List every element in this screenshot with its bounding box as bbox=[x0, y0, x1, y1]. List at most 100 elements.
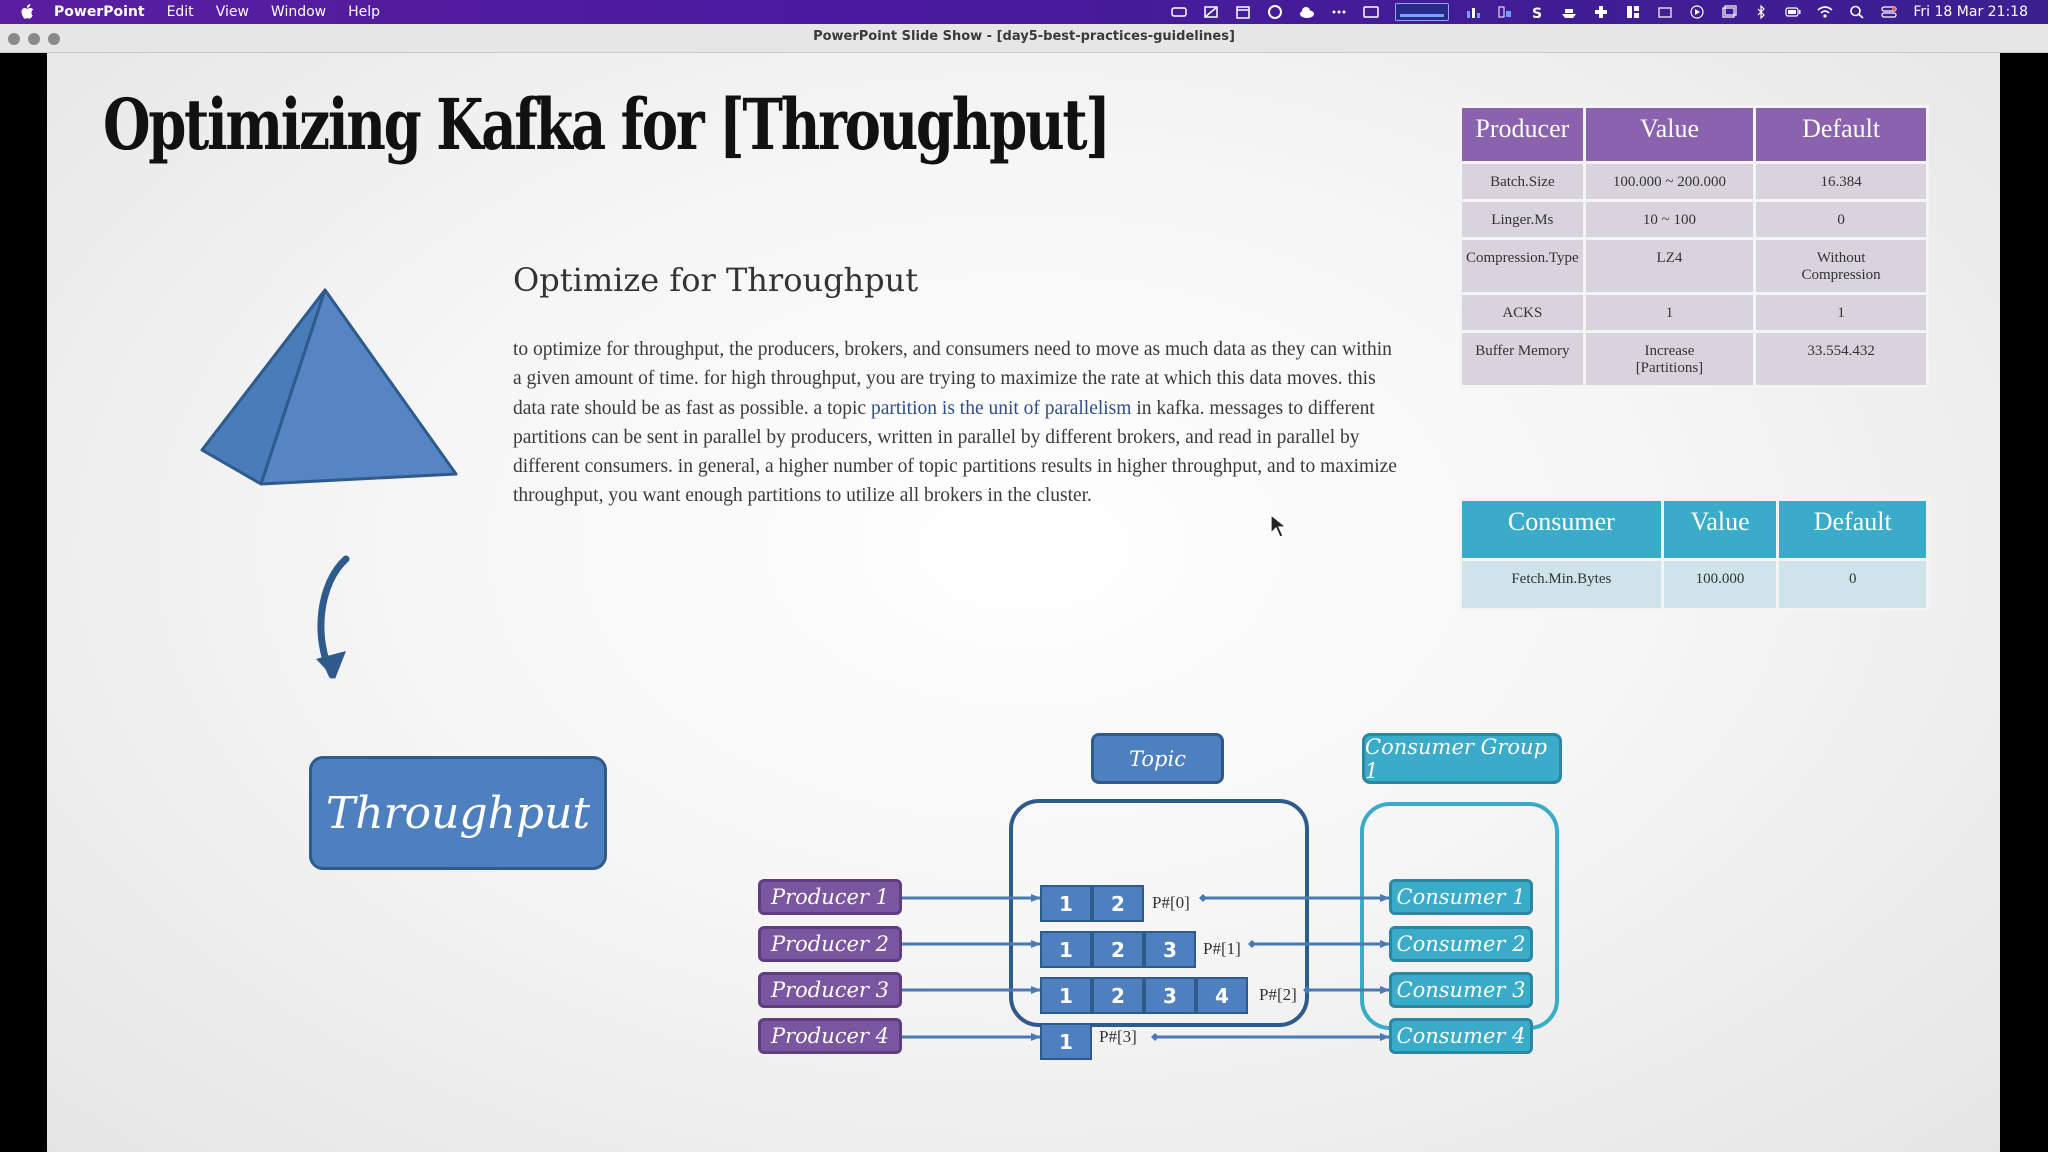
table-cell: 100.000 bbox=[1660, 558, 1780, 611]
menu-app-name[interactable]: PowerPoint bbox=[54, 4, 145, 20]
partition-0-label: P#[0] bbox=[1152, 893, 1190, 912]
paragraph-highlight: partition is the unit of parallelism bbox=[870, 397, 1132, 419]
partition-1-cell: 1 bbox=[1040, 931, 1092, 968]
consumer-3: Consumer 3 bbox=[1389, 972, 1533, 1008]
table-cell: ACKS bbox=[1459, 292, 1586, 333]
zoom-window-button[interactable] bbox=[48, 33, 60, 45]
cpu-meter[interactable] bbox=[1395, 3, 1450, 21]
display-icon[interactable] bbox=[1363, 5, 1380, 19]
topic-container bbox=[1009, 799, 1309, 1027]
consumer-config-table: Consumer Value Default Fetch.Min.Bytes 1… bbox=[1459, 498, 1929, 611]
partition-0-cell: 1 bbox=[1040, 885, 1092, 922]
mouse-cursor-icon bbox=[1270, 513, 1288, 538]
memory-icon[interactable] bbox=[1497, 5, 1513, 19]
producer-3: Producer 3 bbox=[758, 972, 902, 1008]
play-icon[interactable] bbox=[1689, 5, 1705, 19]
search-icon[interactable] bbox=[1849, 5, 1865, 19]
table-cell: 0 bbox=[1753, 199, 1929, 240]
partition-2-cell: 1 bbox=[1040, 977, 1092, 1014]
producer-4: Producer 4 bbox=[758, 1018, 902, 1054]
partition-2-label: P#[2] bbox=[1259, 985, 1297, 1004]
table-cell: 0 bbox=[1776, 558, 1929, 611]
table-cell: Without Compression bbox=[1753, 237, 1929, 295]
screen-record-icon[interactable] bbox=[1203, 5, 1219, 19]
slide-canvas[interactable]: Optimizing Kafka for [Throughput] Optimi… bbox=[47, 53, 2000, 1152]
status-area: S Fri 18 Mar 21:18 bbox=[1171, 0, 2028, 24]
grid-app-icon[interactable] bbox=[1625, 5, 1641, 19]
section-heading: Optimize for Throughput bbox=[513, 261, 919, 299]
cloud-icon[interactable] bbox=[1299, 5, 1315, 19]
menu-help[interactable]: Help bbox=[348, 4, 381, 20]
partition-2-cell: 2 bbox=[1092, 977, 1144, 1014]
connector-arrows bbox=[902, 894, 1390, 1041]
slide-title: Optimizing Kafka for [Throughput] bbox=[103, 83, 1111, 166]
table-cell: 33.554.432 bbox=[1753, 330, 1929, 388]
header-producer: Producer bbox=[1459, 105, 1586, 164]
table-cell: Compression.Type bbox=[1459, 237, 1586, 295]
stats-icon[interactable] bbox=[1465, 5, 1481, 19]
partition-3-cell: 1 bbox=[1040, 1023, 1092, 1060]
ferry-icon[interactable] bbox=[1561, 5, 1577, 19]
window-title: PowerPoint Slide Show - [day5-best-pract… bbox=[813, 29, 1235, 44]
header-value: Value bbox=[1660, 498, 1780, 561]
table-row: Buffer Memory Increase [Partitions] 33.5… bbox=[1459, 330, 1929, 388]
table-cell: Increase [Partitions] bbox=[1582, 330, 1757, 388]
table-cell: Batch.Size bbox=[1459, 161, 1586, 202]
clock[interactable]: Fri 18 Mar 21:18 bbox=[1913, 4, 2028, 20]
battery-icon[interactable] bbox=[1785, 5, 1801, 19]
close-window-button[interactable] bbox=[8, 33, 20, 45]
more-icon[interactable] bbox=[1331, 5, 1347, 19]
window-stack-icon[interactable] bbox=[1721, 5, 1737, 19]
table-cell: 16.384 bbox=[1753, 161, 1929, 202]
window-icon[interactable] bbox=[1657, 5, 1673, 19]
producer-2: Producer 2 bbox=[758, 926, 902, 962]
header-consumer: Consumer bbox=[1459, 498, 1664, 561]
table-row: ACKS 1 1 bbox=[1459, 292, 1929, 333]
table-cell: Buffer Memory bbox=[1459, 330, 1586, 388]
curved-arrow-head bbox=[316, 651, 346, 679]
throughput-box: Throughput bbox=[309, 756, 607, 870]
paragraph-text: to optimize for throughput, the producer… bbox=[513, 339, 1392, 419]
bluetooth-icon[interactable] bbox=[1753, 4, 1769, 20]
table-row: Linger.Ms 10 ~ 100 0 bbox=[1459, 199, 1929, 240]
table-cell: Linger.Ms bbox=[1459, 199, 1586, 240]
menu-window[interactable]: Window bbox=[270, 4, 327, 20]
paragraph-text-end: in kafka. messages to different partitio… bbox=[513, 397, 1397, 507]
s-app-icon[interactable]: S bbox=[1529, 5, 1545, 22]
partition-1-cell: 3 bbox=[1144, 931, 1196, 968]
table-row: Fetch.Min.Bytes 100.000 0 bbox=[1459, 558, 1929, 611]
table-cell: LZ4 bbox=[1582, 237, 1757, 295]
consumer-2: Consumer 2 bbox=[1389, 926, 1533, 962]
table-header-row: Producer Value Default bbox=[1459, 105, 1929, 164]
header-value: Value bbox=[1582, 105, 1757, 164]
control-center-icon[interactable] bbox=[1881, 5, 1897, 19]
apple-icon[interactable] bbox=[20, 4, 34, 20]
table-row: Batch.Size 100.000 ~ 200.000 16.384 bbox=[1459, 161, 1929, 202]
producer-1: Producer 1 bbox=[758, 879, 902, 915]
table-row: Compression.Type LZ4 Without Compression bbox=[1459, 237, 1929, 295]
calendar-icon[interactable] bbox=[1235, 5, 1251, 19]
partition-1-cell: 2 bbox=[1092, 931, 1144, 968]
vpn-icon[interactable] bbox=[1171, 5, 1188, 19]
header-default: Default bbox=[1753, 105, 1929, 164]
table-cell: 100.000 ~ 200.000 bbox=[1582, 161, 1757, 202]
partition-3-label: P#[3] bbox=[1099, 1027, 1137, 1046]
consumer-1: Consumer 1 bbox=[1389, 879, 1533, 915]
producer-config-table: Producer Value Default Batch.Size 100.00… bbox=[1459, 105, 1929, 388]
consumer-group-label: Consumer Group 1 bbox=[1362, 733, 1562, 784]
partition-0-cell: 2 bbox=[1092, 885, 1144, 922]
minimize-window-button[interactable] bbox=[28, 33, 40, 45]
partition-1-label: P#[1] bbox=[1203, 939, 1241, 958]
wifi-icon[interactable] bbox=[1817, 5, 1833, 19]
svg-text:S: S bbox=[1532, 6, 1542, 19]
menu-view[interactable]: View bbox=[215, 4, 249, 20]
plus-app-icon[interactable] bbox=[1593, 5, 1609, 19]
menu-edit[interactable]: Edit bbox=[166, 4, 194, 20]
partition-2-cell: 3 bbox=[1144, 977, 1196, 1014]
pyramid-graphic bbox=[200, 288, 458, 679]
body-paragraph: to optimize for throughput, the producer… bbox=[513, 335, 1403, 511]
table-header-row: Consumer Value Default bbox=[1459, 498, 1929, 561]
partition-2-cell: 4 bbox=[1196, 977, 1248, 1014]
grammarly-icon[interactable] bbox=[1267, 5, 1283, 19]
table-cell: Fetch.Min.Bytes bbox=[1459, 558, 1664, 611]
